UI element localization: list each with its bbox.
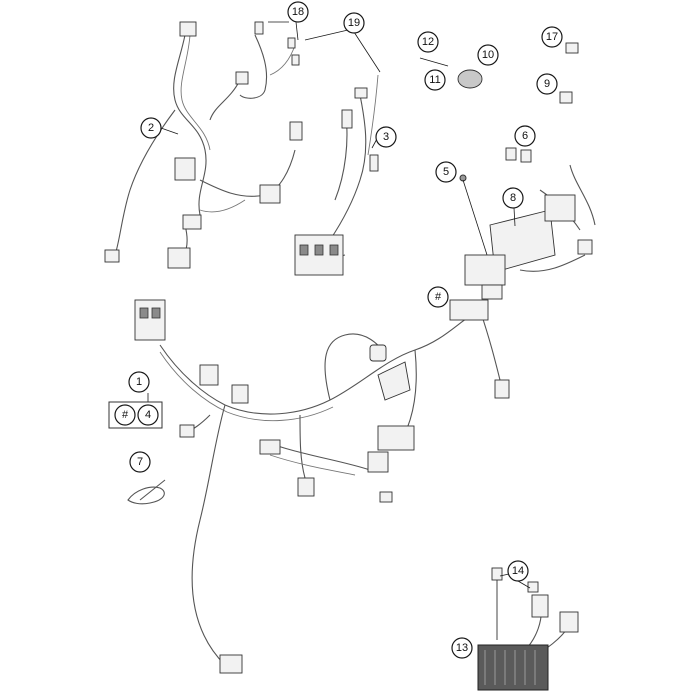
main-harness	[134, 299, 510, 674]
part-13-regulator	[477, 567, 579, 691]
part-3-harness	[294, 74, 379, 276]
part-17-clip	[565, 42, 579, 54]
callout-13-label: 13	[456, 642, 468, 654]
callout-19[interactable]: 19	[343, 12, 365, 34]
part-8-fuse-box	[464, 164, 596, 300]
callout-6-label: 6	[522, 130, 528, 142]
callout-11[interactable]: 11	[424, 69, 446, 91]
leader-lines	[147, 21, 516, 402]
part-9-relay	[559, 91, 573, 104]
callout-10-label: 10	[482, 49, 494, 61]
callout-7[interactable]: 7	[129, 451, 151, 473]
callout-13[interactable]: 13	[451, 637, 473, 659]
callout-2[interactable]: 2	[140, 117, 162, 139]
part-2-front-harness	[104, 21, 303, 269]
callout-17-label: 17	[546, 31, 558, 43]
callout-12[interactable]: 12	[417, 31, 439, 53]
callout-3-label: 3	[383, 131, 389, 143]
part-7-cable-tie	[127, 479, 166, 505]
callout-8[interactable]: 8	[502, 187, 524, 209]
small-parts-group	[419, 42, 579, 259]
callout-4[interactable]: 4	[137, 404, 159, 426]
callout-1-label: 1	[136, 376, 142, 388]
callout-14[interactable]: 14	[507, 560, 529, 582]
callout-hash-kit-label: #	[122, 409, 129, 421]
callout-14-label: 14	[512, 565, 524, 577]
regulator-body	[477, 644, 549, 691]
callout-2-label: 2	[148, 122, 154, 134]
callout-hash-main-label: #	[435, 291, 442, 303]
callout-9-label: 9	[544, 78, 550, 90]
callout-10[interactable]: 10	[477, 44, 499, 66]
callout-8-label: 8	[510, 192, 516, 204]
callout-17[interactable]: 17	[541, 26, 563, 48]
callout-9[interactable]: 9	[536, 73, 558, 95]
callout-19-label: 19	[348, 17, 360, 29]
callout-12-label: 12	[422, 36, 434, 48]
callout-18[interactable]: 18	[287, 1, 309, 23]
callout-7-label: 7	[137, 456, 143, 468]
callout-4-label: 4	[145, 409, 151, 421]
callout-hash-kit[interactable]: #	[114, 404, 136, 426]
part-6-fuse-b	[520, 149, 532, 163]
part-10-grommet	[457, 69, 483, 89]
callout-5[interactable]: 5	[435, 161, 457, 183]
part-6-fuse-a	[505, 147, 517, 161]
callout-5-label: 5	[443, 166, 449, 178]
callout-11-label: 11	[429, 74, 440, 86]
part-18-plugs	[239, 21, 300, 99]
callout-18-label: 18	[292, 6, 304, 18]
callout-3[interactable]: 3	[375, 126, 397, 148]
callout-1[interactable]: 1	[128, 371, 150, 393]
callout-6[interactable]: 6	[514, 125, 536, 147]
callout-hash-main[interactable]: #	[427, 286, 449, 308]
